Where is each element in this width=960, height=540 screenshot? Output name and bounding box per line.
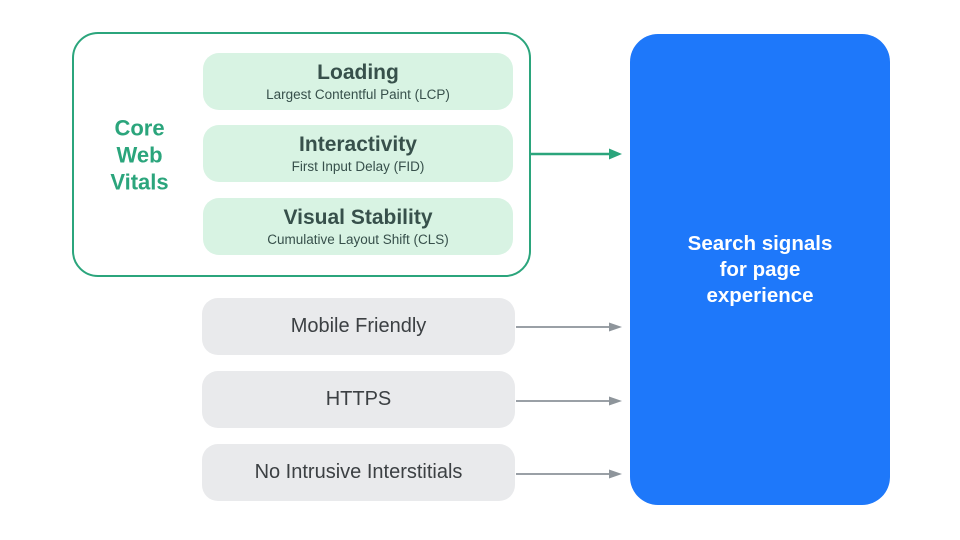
signal-pill-no-intrusive-interstitials: No Intrusive Interstitials <box>202 444 515 501</box>
metric-subtitle-lcp: Largest Contentful Paint (LCP) <box>266 87 450 102</box>
core-web-vitals-label-text: Core Web Vitals <box>110 115 169 194</box>
metric-title-loading: Loading <box>317 61 399 84</box>
signal-label-no-intrusive-interstitials: No Intrusive Interstitials <box>254 461 463 483</box>
search-signals-result-box: Search signals for page experience <box>630 34 890 505</box>
arrow-no-intrusive-interstitials-icon <box>516 469 622 479</box>
core-web-vitals-group: Core Web Vitals Loading Largest Contentf… <box>72 32 531 277</box>
signal-label-mobile-friendly: Mobile Friendly <box>290 315 427 337</box>
metric-pill-interactivity: Interactivity First Input Delay (FID) <box>203 125 513 182</box>
arrow-mobile-friendly-icon <box>516 322 622 332</box>
signal-pill-mobile-friendly: Mobile Friendly <box>202 298 515 355</box>
metric-pill-loading: Loading Largest Contentful Paint (LCP) <box>203 53 513 110</box>
core-web-vitals-label: Core Web Vitals <box>74 114 205 195</box>
metric-title-interactivity: Interactivity <box>299 133 417 156</box>
signal-label-https: HTTPS <box>325 388 392 410</box>
signal-pill-https: HTTPS <box>202 371 515 428</box>
metric-title-visual-stability: Visual Stability <box>283 206 433 229</box>
metric-subtitle-fid: First Input Delay (FID) <box>291 159 425 174</box>
metric-pill-visual-stability: Visual Stability Cumulative Layout Shift… <box>203 198 513 255</box>
arrow-https-icon <box>516 396 622 406</box>
search-signals-label: Search signals for page experience <box>687 231 833 307</box>
arrow-core-web-vitals-icon <box>531 148 622 160</box>
metric-subtitle-cls: Cumulative Layout Shift (CLS) <box>267 232 449 247</box>
